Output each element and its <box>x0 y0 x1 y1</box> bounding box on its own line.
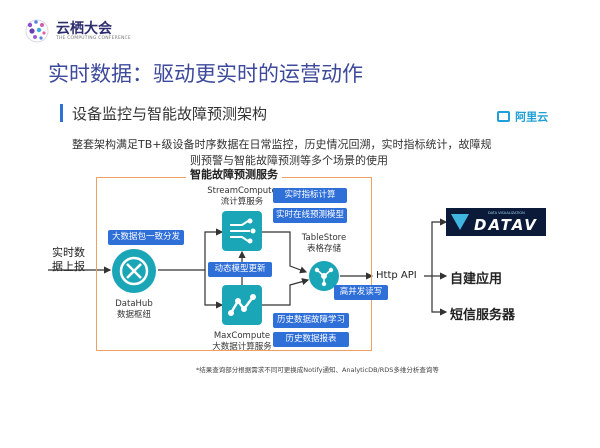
aliyun-logo-text: 阿里云 <box>515 110 549 124</box>
tablestore-en: TableStore <box>301 233 347 243</box>
datav-logo-icon <box>451 214 469 230</box>
datahub-cn: 数据枢纽 <box>116 310 151 320</box>
history-learning-button: 历史数据故障学习 <box>273 313 349 328</box>
tablestore-cn: 表格存储 <box>306 244 341 254</box>
http-api-label: Http API <box>376 270 417 281</box>
datav-logo: DATA VISUALIZATION DATAV <box>446 208 546 236</box>
section-title: 设备监控与智能故障预测架构 <box>72 105 268 123</box>
http-to-sms <box>431 276 448 316</box>
aliyun-logo-icon <box>497 111 510 122</box>
service-box-title: 智能故障预测服务 <box>96 166 372 182</box>
description-line-2: 则预警与智能故障预测等多个场景的使用 <box>190 154 388 167</box>
footnote: *结果查询部分根据需求不同可更换成Notify通知、AnalyticDB/RDS… <box>196 366 439 374</box>
input-label-2: 据上报 <box>52 260 85 273</box>
http-to-datav <box>424 218 448 277</box>
high-concurrency-button: 高并发读写 <box>334 285 388 300</box>
history-report-button: 历史数据报表 <box>273 332 349 347</box>
description-line-1: 整套架构满足TB+级设备时序数据在日常监控，历史情况回溯，实时指标统计，故障规 <box>72 138 492 151</box>
realtime-predict-button: 实时在线预测模型 <box>273 208 347 223</box>
datav-big-text: DATAV <box>474 216 538 234</box>
output-selfbuilt: 自建应用 <box>450 272 503 287</box>
datahub-icon <box>112 249 156 293</box>
dynamic-update-button: 动态模型更新 <box>208 262 272 277</box>
stream-en: StreamCompute <box>207 186 277 196</box>
conference-name: 云栖大会 <box>56 21 112 37</box>
max-to-tablestore <box>262 278 310 306</box>
maxcompute-icon <box>222 285 262 325</box>
datahub-en: DataHub <box>115 299 153 309</box>
maxcompute-cn: 大数据计算服务 <box>212 342 272 352</box>
output-sms: 短信服务器 <box>450 308 516 323</box>
datahub-to-max <box>204 270 224 309</box>
slide-title: 实时数据：驱动更实时的运营动作 <box>48 62 363 86</box>
stream-cn: 流计算服务 <box>220 197 264 207</box>
stream-to-tablestore <box>262 231 308 274</box>
streamcompute-icon <box>222 211 262 251</box>
tablestore-icon <box>309 261 339 291</box>
input-label-1: 实时数 <box>52 246 85 259</box>
conference-subtitle: THE COMPUTING CONFERENCE <box>56 36 131 41</box>
conference-logo-icon <box>25 19 49 43</box>
datav-small-text: DATA VISUALIZATION <box>488 211 525 215</box>
datahub-to-stream <box>158 228 224 271</box>
realtime-metrics-button: 实时指标计算 <box>273 188 347 203</box>
aliyun-logo: 阿里云 <box>497 106 549 124</box>
distribute-button: 大数据包一致分发 <box>108 230 184 245</box>
section-bar <box>60 104 63 122</box>
conference-logo: 云栖大会 THE COMPUTING CONFERENCE <box>22 16 132 46</box>
maxcompute-en: MaxCompute <box>213 331 271 341</box>
